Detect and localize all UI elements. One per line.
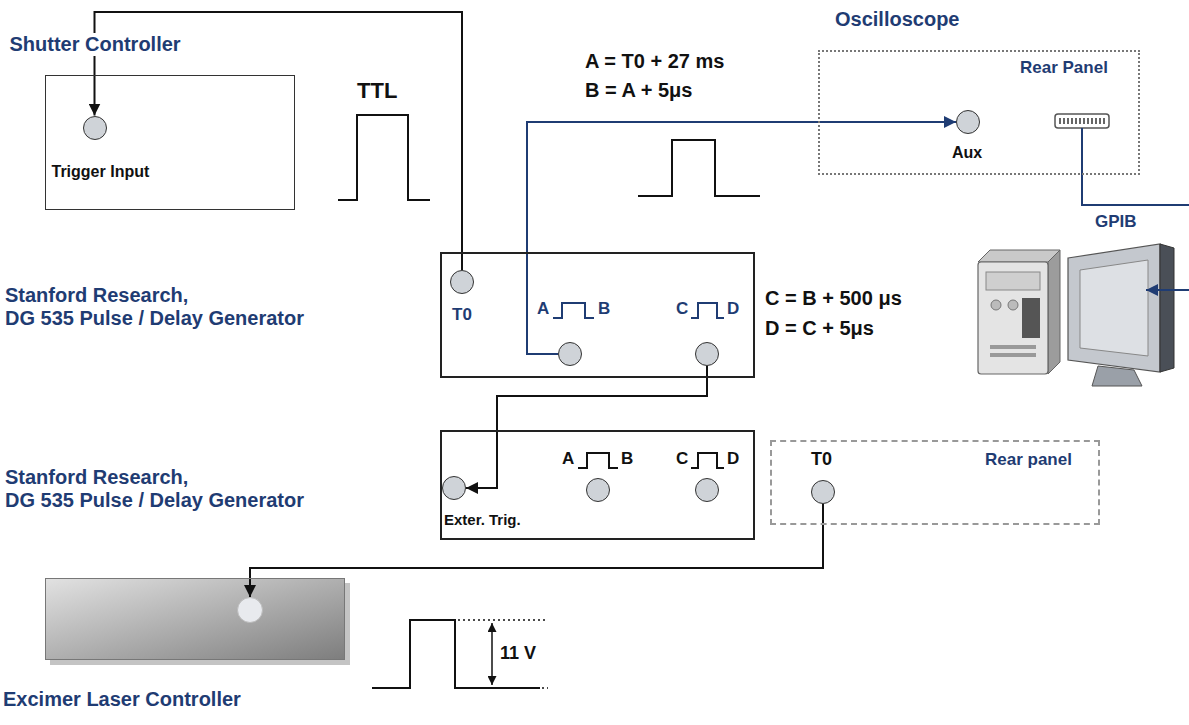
node-text: A	[537, 299, 549, 319]
delay-generator-box: Stanford Research, DG 535 Pulse / Delay …	[440, 430, 755, 540]
pulse-glyph	[553, 303, 594, 318]
port-jack	[695, 478, 719, 502]
node-text: Trigger Input	[52, 163, 150, 181]
delay-setting: B = A + 5μs	[585, 79, 692, 102]
node-text: Rear Panel	[1020, 58, 1108, 78]
pulse-glyph	[691, 453, 724, 468]
oscilloscope-rear-panel: OscilloscopeRear PanelAux	[818, 50, 1140, 175]
node-text: T0	[811, 449, 832, 470]
node-heading: Excimer Laser Controller	[3, 688, 241, 711]
delay-setting: A = T0 + 27 ms	[585, 50, 724, 73]
node-heading: Oscilloscope	[833, 8, 962, 31]
rear-panel-box: Rear panel T0	[770, 440, 1100, 525]
ttl-pulse	[338, 115, 430, 200]
signal-wire	[466, 366, 707, 488]
port-jack	[956, 110, 980, 134]
gpib-pins	[1059, 118, 1105, 124]
port-jack	[586, 478, 610, 502]
delay-setting: C = B + 500 μs	[765, 287, 902, 310]
node-heading: Stanford Research, DG 535 Pulse / Delay …	[5, 284, 425, 330]
laser-body	[45, 578, 345, 660]
node-text: Rear panel	[985, 450, 1072, 470]
node-text: T0	[452, 305, 472, 325]
signal-label: TTL	[357, 78, 397, 103]
level-line	[458, 619, 548, 621]
node-text: B	[598, 299, 610, 319]
gate-pulse	[638, 140, 760, 196]
level-line	[542, 687, 548, 689]
port-jack	[237, 597, 263, 623]
delay-generator-box: Stanford Research, DG 535 Pulse / Delay …	[440, 252, 755, 378]
bus-label: GPIB	[1095, 212, 1137, 232]
line-spacer	[210, 466, 425, 489]
signal-wire	[527, 122, 956, 354]
laser-controller-box: Excimer Laser Controller	[45, 578, 345, 660]
node-text: B	[621, 449, 633, 469]
port-jack	[811, 480, 835, 504]
node-text: D	[727, 299, 739, 319]
port-jack	[442, 476, 466, 500]
node-text: Exter. Trig.	[444, 511, 521, 528]
port-jack	[695, 342, 719, 366]
pulse-glyph	[578, 453, 618, 468]
node-heading: Shutter Controller	[8, 33, 183, 56]
port-jack	[450, 270, 474, 294]
node-text: Aux	[952, 144, 982, 162]
node-text: C	[676, 299, 688, 319]
pulse-glyph	[691, 303, 724, 318]
line-spacer	[210, 284, 425, 307]
shutter-controller-box: Shutter ControllerTrigger Input	[45, 75, 295, 210]
delay-setting: D = C + 5μs	[765, 317, 874, 340]
amplitude-arrow	[491, 623, 493, 685]
node-text: D	[727, 449, 739, 469]
gpib-connector	[1055, 114, 1109, 128]
trigger-pulse	[372, 620, 540, 688]
signal-wire	[250, 504, 823, 597]
computer	[978, 244, 1189, 386]
port-jack	[83, 116, 107, 140]
node-heading: Stanford Research, DG 535 Pulse / Delay …	[5, 466, 425, 512]
voltage-label: 11 V	[500, 643, 536, 664]
gpib-cable	[1082, 128, 1189, 205]
node-text: A	[562, 449, 574, 469]
port-jack	[558, 342, 582, 366]
node-text: C	[676, 449, 688, 469]
